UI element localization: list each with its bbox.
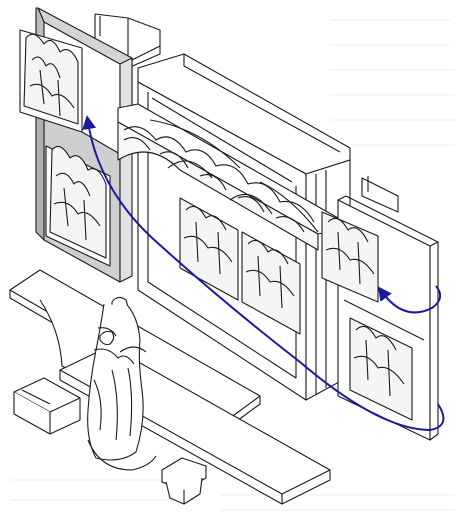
left-wing-swing-arrow [82, 115, 445, 432]
small-console [161, 457, 207, 505]
right-wing-swing-arrow [377, 285, 442, 314]
pedestal-block [13, 377, 81, 435]
swing-arrows [82, 115, 445, 432]
shrine-relief-right [241, 231, 301, 335]
right-wing [321, 176, 439, 441]
back-panel [94, 13, 161, 69]
left-wing [19, 7, 133, 283]
tracery-canopy [117, 103, 339, 251]
background-bleed [10, 19, 455, 511]
madonna-statue [87, 296, 157, 471]
right-wing-lower-relief [349, 317, 413, 421]
